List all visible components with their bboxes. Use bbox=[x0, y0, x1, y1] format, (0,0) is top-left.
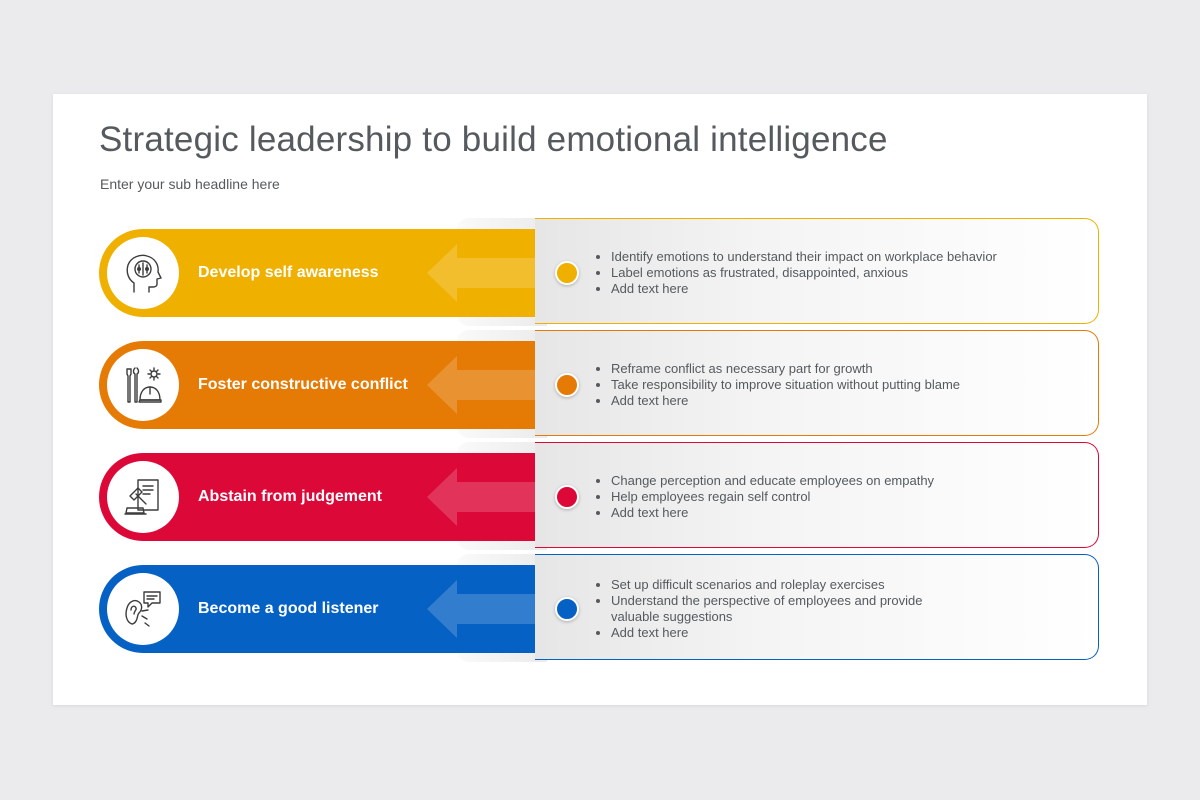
step-pill-3: Abstain from judgement bbox=[99, 453, 535, 541]
gavel-document-icon bbox=[124, 479, 159, 515]
step-row-4: Set up difficult scenarios and roleplay … bbox=[99, 554, 1102, 666]
bullet-item: Add text here bbox=[611, 625, 922, 641]
step-dot-2 bbox=[555, 373, 579, 397]
step-dot-3 bbox=[555, 485, 579, 509]
bullet-item: Add text here bbox=[611, 281, 997, 297]
arrow-left-icon bbox=[427, 356, 535, 414]
step-dot-4 bbox=[555, 597, 579, 621]
ear-speech-icon bbox=[125, 591, 161, 627]
bullet-item: Add text here bbox=[611, 393, 960, 409]
page-title: Strategic leadership to build emotional … bbox=[99, 120, 888, 159]
step-dot-1 bbox=[555, 261, 579, 285]
bullet-item: Reframe conflict as necessary part for g… bbox=[611, 361, 960, 377]
bullet-item: Take responsibility to improve situation… bbox=[611, 377, 960, 393]
step-bullets-4: Set up difficult scenarios and roleplay … bbox=[589, 577, 922, 641]
step-row-3: Change perception and educate employees … bbox=[99, 442, 1102, 554]
bullet-item: Understand the perspective of employees … bbox=[611, 593, 922, 609]
step-bullets-3: Change perception and educate employees … bbox=[589, 473, 934, 521]
step-label-1: Develop self awareness bbox=[198, 264, 379, 281]
step-label-3: Abstain from judgement bbox=[198, 488, 383, 505]
icon-badge-1 bbox=[107, 237, 179, 309]
page-subtitle: Enter your sub headline here bbox=[100, 176, 280, 192]
step-card-2: Reframe conflict as necessary part for g… bbox=[535, 330, 1099, 436]
slide: Strategic leadership to build emotional … bbox=[53, 94, 1147, 705]
icon-badge-3 bbox=[107, 461, 179, 533]
step-row-1: Identify emotions to understand their im… bbox=[99, 218, 1102, 330]
bullet-item: Set up difficult scenarios and roleplay … bbox=[611, 577, 922, 593]
arrow-left-icon bbox=[427, 468, 535, 526]
step-bullets-2: Reframe conflict as necessary part for g… bbox=[589, 361, 960, 409]
step-pill-2: Foster constructive conflict bbox=[99, 341, 535, 429]
icon-badge-2 bbox=[107, 349, 179, 421]
bullet-item: valuable suggestions bbox=[611, 609, 733, 624]
step-pill-1: Develop self awareness bbox=[99, 229, 535, 317]
arrow-left-icon bbox=[427, 580, 535, 638]
bullet-item: Help employees regain self control bbox=[611, 489, 934, 505]
bullet-item: Identify emotions to understand their im… bbox=[611, 249, 997, 265]
brain-head-icon bbox=[126, 254, 162, 293]
step-pill-4: Become a good listener bbox=[99, 565, 535, 653]
step-card-4: Set up difficult scenarios and roleplay … bbox=[535, 554, 1099, 660]
icon-badge-4 bbox=[107, 573, 179, 645]
step-row-2: Reframe conflict as necessary part for g… bbox=[99, 330, 1102, 442]
tools-hardhat-icon bbox=[126, 367, 162, 403]
bullet-item: Add text here bbox=[611, 505, 934, 521]
step-bullets-1: Identify emotions to understand their im… bbox=[589, 249, 997, 297]
step-label-4: Become a good listener bbox=[198, 600, 379, 617]
arrow-left-icon bbox=[427, 244, 535, 302]
step-label-2: Foster constructive conflict bbox=[198, 376, 408, 393]
bullet-item: Label emotions as frustrated, disappoint… bbox=[611, 265, 997, 281]
step-card-3: Change perception and educate employees … bbox=[535, 442, 1099, 548]
bullet-item: Change perception and educate employees … bbox=[611, 473, 934, 489]
step-card-1: Identify emotions to understand their im… bbox=[535, 218, 1099, 324]
